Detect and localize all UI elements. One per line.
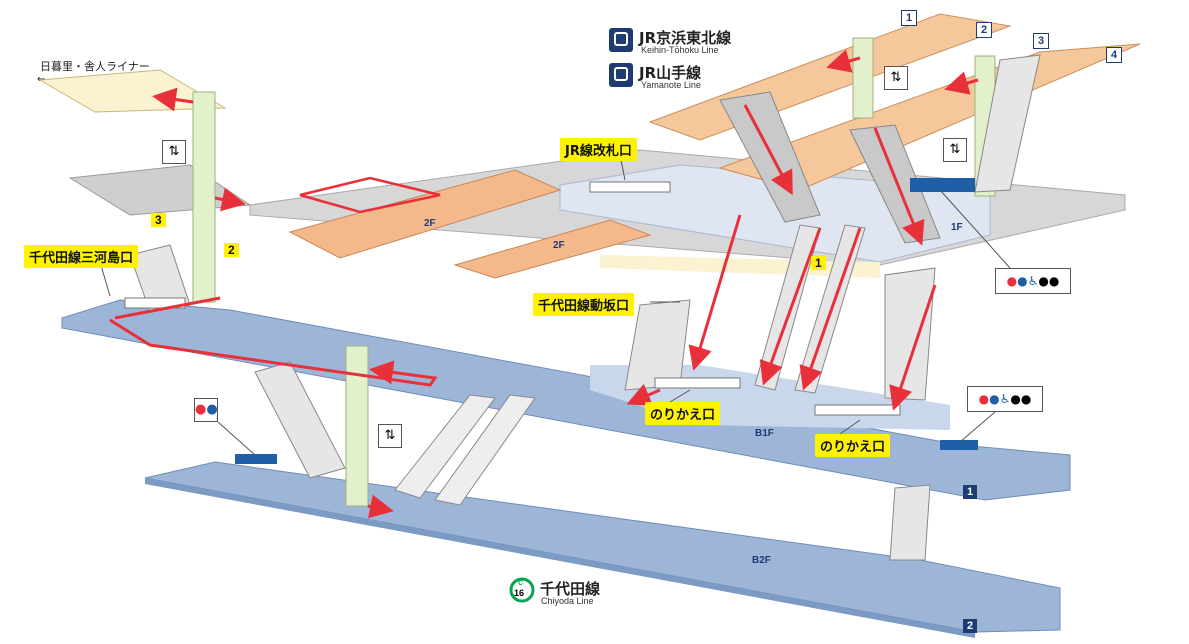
- stair-b1-to-b2-right: [889, 484, 931, 561]
- escalator-b1-b: [434, 394, 536, 506]
- stair-b1-to-b2-left: [254, 361, 346, 479]
- route-arrow-jr-plat2: [944, 71, 979, 95]
- elevator-icon: ⇅: [162, 140, 186, 164]
- floor-label-2f-a: 2F: [424, 218, 436, 229]
- route-arrow-down-3: [688, 214, 742, 371]
- restroom-accessible-icon: ●●♿●●: [995, 268, 1071, 294]
- jr-track-2: 2: [976, 22, 992, 38]
- b2f-floor-edge: [145, 478, 975, 638]
- elevator-icon: ⇅: [378, 424, 402, 448]
- chiyoda-code-letter: C: [518, 580, 524, 587]
- route-arrow-jr-plat1: [826, 49, 861, 73]
- transfer-gate-right-label: のりかえ口: [815, 434, 891, 457]
- route-arrow-down-4: [759, 227, 822, 386]
- chiyoda-track-1: 1: [963, 485, 977, 499]
- route-arrow-down-5: [799, 227, 862, 391]
- floor-label-b1f: B1F: [755, 428, 774, 439]
- keihin-line-title: JR京浜東北線: [639, 29, 732, 47]
- chiyoda-station-code-icon: [509, 577, 535, 603]
- ramp-pad-b1-left: [235, 454, 277, 464]
- ticket-gates-jr: [589, 181, 671, 193]
- elevator-shaft-b1: [345, 345, 369, 507]
- chiyoda-line-subtitle: Chiyoda Line: [541, 596, 594, 606]
- elevator-shaft-left: [192, 91, 216, 303]
- route-arrow-down-6: [889, 284, 937, 411]
- yamanote-line-title: JR山手線: [639, 64, 702, 82]
- route-arrow-b1: [109, 318, 438, 387]
- callout-line-right-b1: [959, 411, 996, 443]
- exit-number-2: 2: [224, 243, 239, 257]
- ticket-gates-mikawashima: [124, 297, 186, 309]
- floor-label-1f: 1F: [951, 222, 963, 233]
- exit-number-3: 3: [151, 213, 166, 227]
- keihin-line-subtitle: Keihin-Tōhoku Line: [641, 45, 719, 55]
- route-arrow-down-1: [743, 104, 793, 196]
- escalator-jr-2: [849, 124, 941, 244]
- stair-1f-to-b1-right: [884, 267, 936, 401]
- route-arrow-left-walkway: [214, 187, 246, 212]
- callout-line-transfer-r: [839, 419, 861, 435]
- mikawashima-exit-label: 千代田線三河島口: [24, 245, 139, 268]
- ticket-gates-transfer-left: [654, 377, 741, 389]
- ramp-pad-1f: [910, 178, 975, 192]
- route-arrow-transfer: [626, 383, 661, 406]
- floor-label-2f-b: 2F: [553, 240, 565, 251]
- jr-gate-label: JR線改札口: [560, 138, 637, 161]
- keihin-line-icon: [609, 28, 633, 52]
- ramp-pad-b1-right: [940, 440, 978, 450]
- route-arrow-f1-left: [299, 176, 441, 214]
- route-arrow-down-2: [873, 127, 925, 246]
- chiyoda-line-title: 千代田線: [540, 580, 601, 598]
- route-arrow-b2: [367, 494, 394, 519]
- nippori-liner-platform: [38, 69, 227, 113]
- stair-jr-right: [974, 54, 1041, 193]
- callout-line-right-1f: [939, 189, 1011, 269]
- elevator-icon: ⇅: [943, 138, 967, 162]
- chiyoda-code-number: 16: [514, 588, 525, 598]
- callout-line-left: [217, 421, 256, 456]
- jr-track-4: 4: [1106, 47, 1122, 63]
- transfer-gate-left-label: のりかえ口: [645, 402, 721, 425]
- yamanote-line-icon: [609, 63, 633, 87]
- route-arrow-nippori: [152, 87, 194, 112]
- upper-left-walkway: [68, 164, 252, 216]
- restroom-icon: ●●: [194, 398, 218, 422]
- stair-dozaka: [624, 299, 691, 391]
- restroom-accessible-icon: ●●♿●●: [967, 386, 1043, 412]
- nippori-toneri-liner-label: 日暮里・舎人ライナー: [40, 60, 150, 73]
- route-arrow-mikawashima: [114, 296, 221, 320]
- left-arrow-icon: ←: [37, 74, 46, 85]
- jr-track-1: 1: [901, 10, 917, 26]
- dozaka-exit-label: 千代田線動坂口: [533, 293, 635, 316]
- jr-track-3: 3: [1033, 33, 1049, 49]
- f2-walkway-a: [288, 169, 562, 259]
- ticket-gates-transfer-right: [814, 404, 901, 416]
- callout-line-transfer-l: [669, 389, 691, 403]
- exit-number-1: 1: [811, 256, 826, 270]
- elevator-shaft-jr-1: [852, 37, 874, 119]
- yamanote-line-subtitle: Yamanote Line: [641, 80, 701, 90]
- floor-label-b2f: B2F: [752, 555, 771, 566]
- f2-walkway-b: [453, 219, 652, 279]
- elevator-icon: ⇅: [884, 66, 908, 90]
- escalator-jr-1: [719, 91, 821, 223]
- escalator-b1-a: [394, 394, 496, 499]
- chiyoda-track-2: 2: [963, 619, 977, 633]
